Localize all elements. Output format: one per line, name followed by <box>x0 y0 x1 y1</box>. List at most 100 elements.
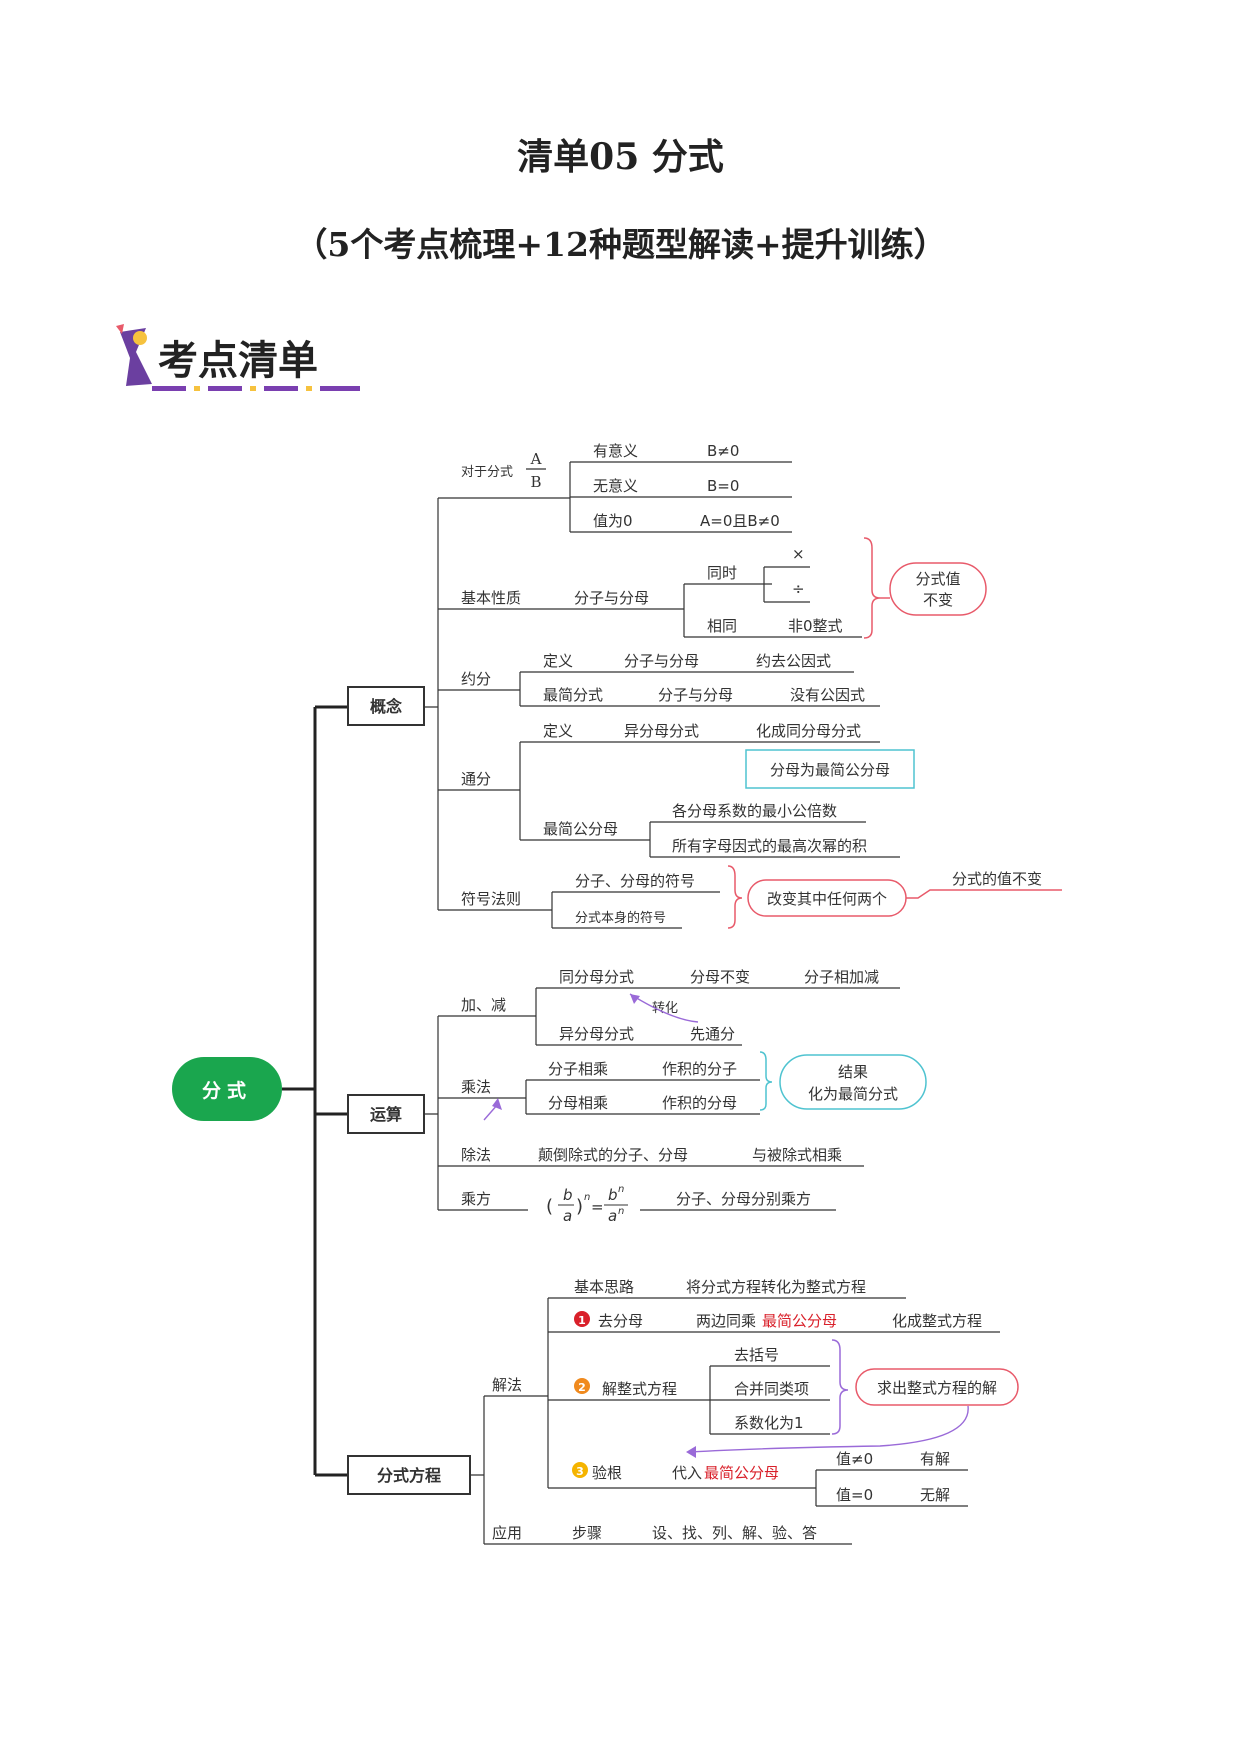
idea-desc: 将分式方程转化为整式方程 <box>686 1278 866 1296</box>
same-den-1: 分母不变 <box>690 968 750 986</box>
solve-label: 解法 <box>492 1376 522 1394</box>
apply-group: 应用 步骤 设、找、列、解、验、答 <box>492 1524 817 1542</box>
sign-rule-group: 符号法则 分子、分母的符号 分式本身的符号 改变其中任何两个 分式的值不变 <box>438 865 1062 929</box>
div-group: 除法 颠倒除式的分子、分母 与被除式相乘 <box>438 1146 864 1167</box>
svg-text:): ) <box>576 1196 583 1217</box>
value-unchanged-node <box>889 562 987 616</box>
mul-label: 乘法 <box>461 1078 491 1096</box>
sign-result: 分式的值不变 <box>952 870 1042 888</box>
ops-label: 运算 <box>370 1105 402 1124</box>
step2-result: 求出整式方程的解 <box>877 1379 997 1397</box>
diff-den-1: 先通分 <box>690 1025 735 1043</box>
reduce-label: 约分 <box>461 670 491 688</box>
nonzero-label: 非0整式 <box>788 617 843 635</box>
lcd-label: 最简公分母 <box>543 820 618 838</box>
power-formula: ( b a ) n = b n a n <box>546 1184 628 1225</box>
mul-2r: 作积的分母 <box>662 1094 737 1112</box>
meaningful-label: 有意义 <box>593 442 638 460</box>
step2-2: 合并同类项 <box>734 1380 809 1398</box>
root-label: 分式 <box>202 1079 252 1102</box>
step2-3: 系数化为1 <box>734 1414 804 1432</box>
value-unchanged-line2: 不变 <box>923 591 953 609</box>
reduce-def-act: 约去公因式 <box>756 652 831 670</box>
step3-b: 最简公分母 <box>704 1464 779 1482</box>
formula-a2: a <box>608 1207 617 1225</box>
no-solution: 无解 <box>920 1486 950 1504</box>
times-label: × <box>792 545 805 563</box>
key-points-badge: 考点清单 <box>116 324 360 391</box>
formula-b2: b <box>608 1186 618 1204</box>
add-sub-label: 加、减 <box>461 996 506 1014</box>
lcd-rule-2: 所有字母因式的最高次幂的积 <box>672 837 867 855</box>
common-label: 通分 <box>461 770 491 788</box>
concept-node <box>347 686 425 726</box>
mul-1r: 作积的分子 <box>662 1060 737 1078</box>
common-def-obj: 异分母分式 <box>624 722 699 740</box>
fraction-denominator: B <box>530 473 541 491</box>
same-den-2: 分子相加减 <box>804 968 879 986</box>
sign-1: 分子、分母的符号 <box>575 872 695 890</box>
meaningless-cond: B=0 <box>707 477 739 495</box>
formula-n2: n <box>618 1184 624 1195</box>
reduce-def: 定义 <box>543 652 573 670</box>
page-title: 清单05 分式 <box>517 136 724 178</box>
meaningless-label: 无意义 <box>593 477 638 495</box>
common-denominator-group: 通分 定义 异分母分式 化成同分母分式 分母为最简公分母 最简公分母 各分母系数… <box>438 722 915 858</box>
concept-label: 概念 <box>370 697 403 716</box>
basic-property-label: 基本性质 <box>461 589 521 607</box>
simplest-obj: 分子与分母 <box>658 686 733 704</box>
page-subtitle: （5个考点梳理+12种题型解读+提升训练） <box>294 225 947 264</box>
basic-num-den: 分子与分母 <box>574 589 649 607</box>
solve-group: 解法 基本思路 将分式方程转化为整式方程 1 去分母 两边同乘 最简公分母 化成… <box>492 1278 1019 1507</box>
div-label: 除法 <box>461 1146 491 1164</box>
for-fraction-group: 对于分式 A B 有意义 B≠0 无意义 B=0 值为0 A=0且B≠0 <box>438 442 792 533</box>
val-nonzero: 值≠0 <box>836 1450 873 1468</box>
fraction-numerator: A <box>530 450 542 468</box>
concept-spine <box>424 498 439 910</box>
zero-cond: A=0且B≠0 <box>700 512 780 530</box>
pow-label: 乘方 <box>461 1190 491 1208</box>
formula-n1: n <box>584 1192 590 1203</box>
sign-rule-label: 符号法则 <box>461 890 521 908</box>
verify-arrow <box>689 1405 969 1453</box>
mul-1: 分子相乘 <box>548 1060 608 1078</box>
step3-num: 3 <box>576 1465 584 1478</box>
step2-1: 去括号 <box>734 1346 779 1364</box>
same-label: 相同 <box>707 617 737 635</box>
equation-label: 分式方程 <box>377 1466 441 1485</box>
reduce-def-obj: 分子与分母 <box>624 652 699 670</box>
formula-b1: b <box>563 1186 573 1204</box>
formula-a1: a <box>563 1207 572 1225</box>
badge-text: 考点清单 <box>158 337 318 384</box>
equation-node <box>347 1455 471 1495</box>
val-zero: 值=0 <box>836 1486 873 1504</box>
common-def: 定义 <box>543 722 573 740</box>
common-note: 分母为最简公分母 <box>770 761 890 779</box>
pow-group: 乘方 ( b a ) n = b n a n 分子、分母分别乘方 <box>438 1184 836 1225</box>
mul-result-line1: 结果 <box>838 1063 868 1081</box>
has-solution: 有解 <box>920 1450 950 1468</box>
badge-underline <box>152 386 360 391</box>
steps-desc: 设、找、列、解、验、答 <box>652 1524 817 1542</box>
value-unchanged-line1: 分式值 <box>915 570 960 588</box>
simplest-label: 最简分式 <box>543 686 603 704</box>
for-fraction-label: 对于分式 <box>461 465 513 480</box>
formula-n3: n <box>618 1206 624 1217</box>
root-node <box>172 1057 282 1121</box>
sign-change: 改变其中任何两个 <box>767 890 887 908</box>
simplest-cond: 没有公因式 <box>790 686 865 704</box>
svg-text:(: ( <box>546 1196 553 1217</box>
mul-result-line2: 化为最简分式 <box>808 1085 898 1103</box>
meaningful-cond: B≠0 <box>707 442 739 460</box>
convert-label: 转化 <box>652 1001 678 1016</box>
step1-num: 1 <box>578 1314 586 1327</box>
same-time-label: 同时 <box>707 564 737 582</box>
trunk-lines <box>282 705 348 1477</box>
zero-label: 值为0 <box>593 512 633 530</box>
step1-label: 去分母 <box>598 1312 643 1330</box>
step1-c: 化成整式方程 <box>892 1312 982 1330</box>
divide-label: ÷ <box>792 580 805 598</box>
diff-den: 异分母分式 <box>559 1025 634 1043</box>
mul-result-node <box>779 1054 927 1110</box>
